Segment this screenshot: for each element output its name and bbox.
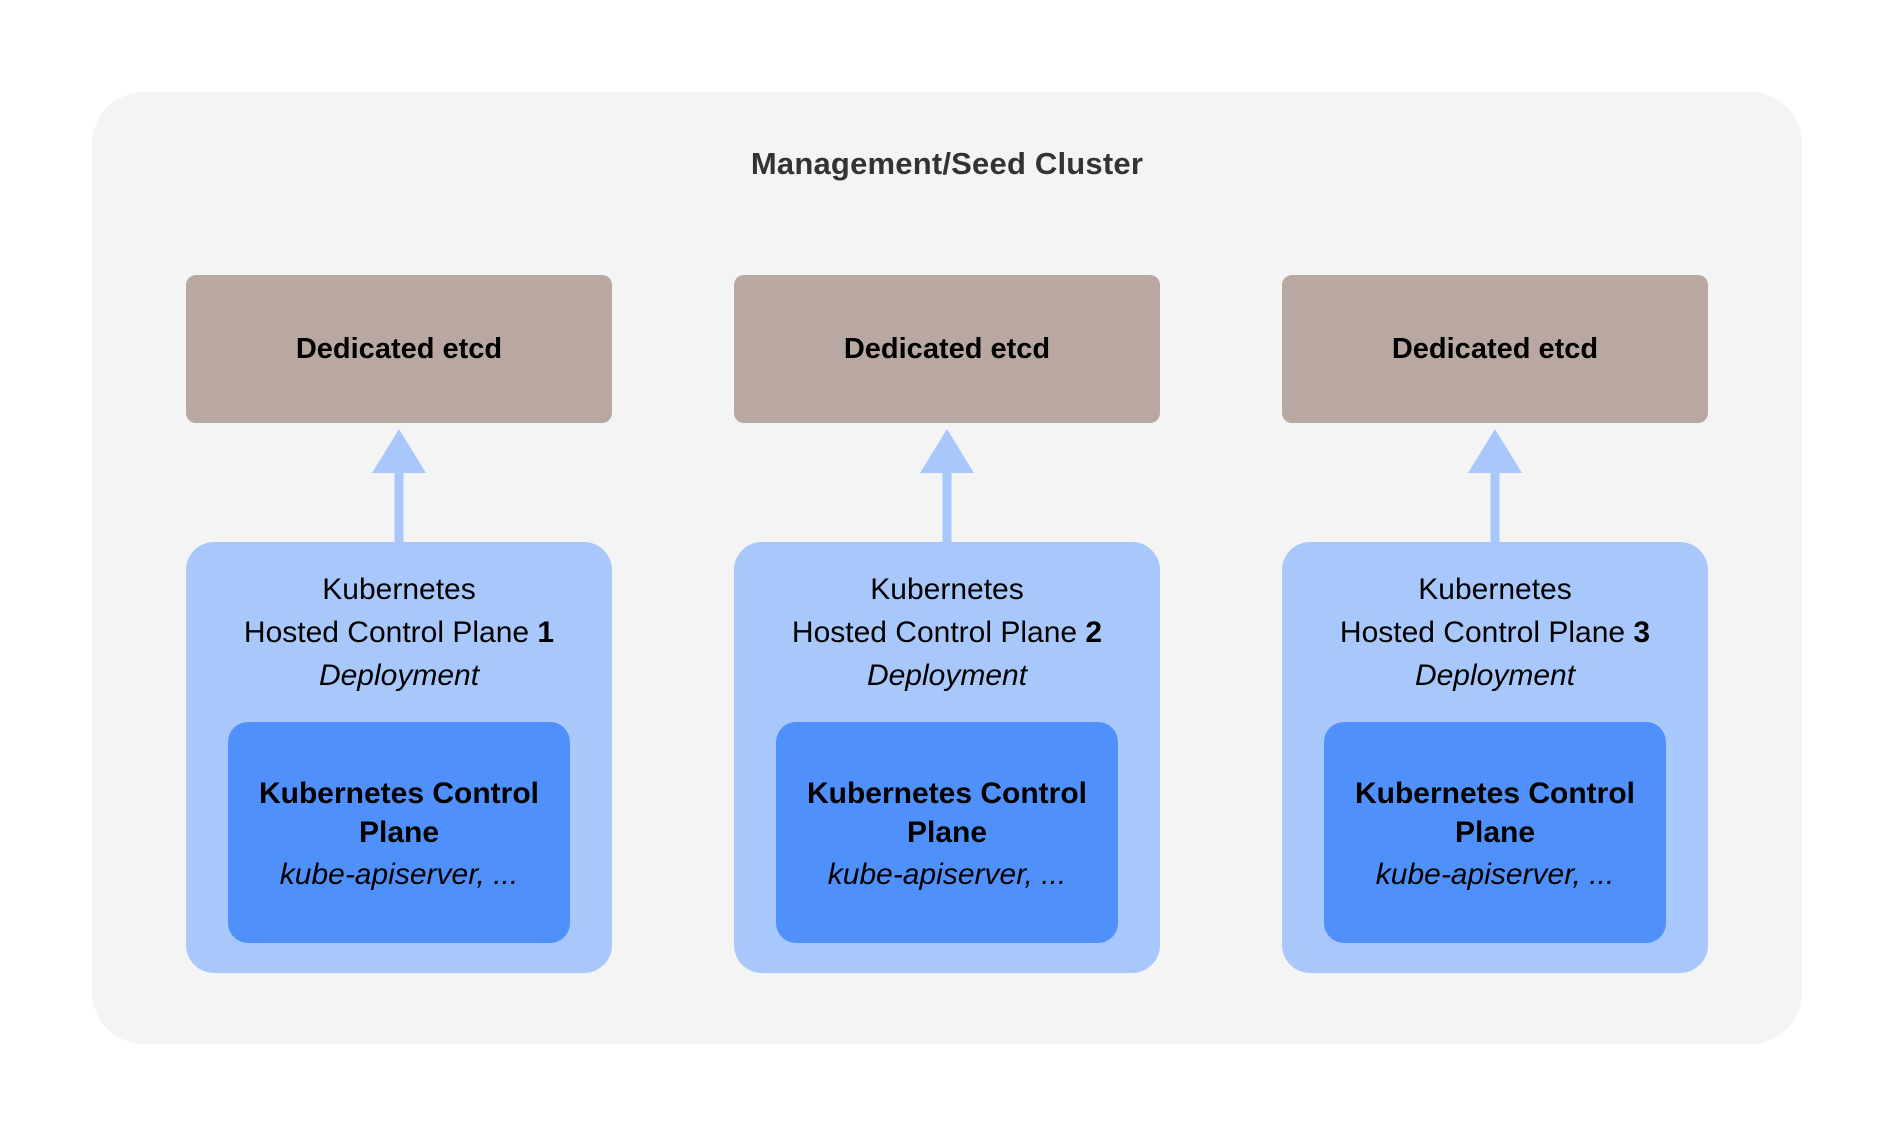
control-plane-columns: Dedicated etcd Kubernetes Hosted Control… [186,275,1708,975]
dedicated-etcd-label-2: Dedicated etcd [843,332,1051,365]
kubernetes-control-plane-components-1: kube-apiserver, ... [279,857,519,891]
hosted-control-plane-box-2[interactable]: Kubernetes Hosted Control Plane 2 Deploy… [734,542,1160,973]
hosted-control-plane-number-2: 2 [1085,616,1103,649]
kubernetes-control-plane-components-3: kube-apiserver, ... [1375,857,1615,891]
dedicated-etcd-box-3[interactable]: Dedicated etcd [1282,275,1708,423]
hosted-control-plane-kind-3: Deployment [1414,659,1576,692]
kubernetes-control-plane-title-3: Kubernetes Control Plane [1354,776,1636,849]
management-seed-cluster-container: Management/Seed Cluster Dedicated etcd K… [92,92,1802,1044]
hosted-control-plane-text-1: Kubernetes Hosted Control Plane 1 Deploy… [186,568,612,697]
hosted-control-plane-line1-1: Kubernetes [322,573,476,606]
kubernetes-control-plane-title-2: Kubernetes Control Plane [806,776,1088,849]
hosted-control-plane-text-2: Kubernetes Hosted Control Plane 2 Deploy… [734,568,1160,697]
arrow-up-icon-1 [372,429,426,542]
control-plane-column-1: Dedicated etcd Kubernetes Hosted Control… [186,275,612,975]
hosted-control-plane-line2-1: Hosted Control Plane 1 [186,611,612,654]
dedicated-etcd-box-2[interactable]: Dedicated etcd [734,275,1160,423]
hosted-control-plane-line2-prefix-3: Hosted Control Plane [1339,616,1634,649]
arrow-up-icon-2 [920,429,974,542]
control-plane-column-3: Dedicated etcd Kubernetes Hosted Control… [1282,275,1708,975]
dedicated-etcd-label-1: Dedicated etcd [295,332,503,365]
hosted-control-plane-box-1[interactable]: Kubernetes Hosted Control Plane 1 Deploy… [186,542,612,973]
hosted-control-plane-text-3: Kubernetes Hosted Control Plane 3 Deploy… [1282,568,1708,697]
hosted-control-plane-line2-prefix-1: Hosted Control Plane [243,616,538,649]
kubernetes-control-plane-box-3[interactable]: Kubernetes Control Plane kube-apiserver,… [1324,722,1666,943]
hosted-control-plane-kind-1: Deployment [318,659,480,692]
dedicated-etcd-box-1[interactable]: Dedicated etcd [186,275,612,423]
kubernetes-control-plane-box-1[interactable]: Kubernetes Control Plane kube-apiserver,… [228,722,570,943]
dedicated-etcd-label-3: Dedicated etcd [1391,332,1599,365]
hosted-control-plane-number-1: 1 [537,616,555,649]
hosted-control-plane-line2-prefix-2: Hosted Control Plane [791,616,1086,649]
control-plane-column-2: Dedicated etcd Kubernetes Hosted Control… [734,275,1160,975]
hosted-control-plane-line2-2: Hosted Control Plane 2 [734,611,1160,654]
kubernetes-control-plane-box-2[interactable]: Kubernetes Control Plane kube-apiserver,… [776,722,1118,943]
arrow-up-icon-3 [1468,429,1522,542]
hosted-control-plane-line1-3: Kubernetes [1418,573,1572,606]
kubernetes-control-plane-components-2: kube-apiserver, ... [827,857,1067,891]
cluster-title: Management/Seed Cluster [750,146,1144,181]
hosted-control-plane-number-3: 3 [1633,616,1651,649]
hosted-control-plane-box-3[interactable]: Kubernetes Hosted Control Plane 3 Deploy… [1282,542,1708,973]
kubernetes-control-plane-title-1: Kubernetes Control Plane [258,776,540,849]
hosted-control-plane-line2-3: Hosted Control Plane 3 [1282,611,1708,654]
hosted-control-plane-line1-2: Kubernetes [870,573,1024,606]
hosted-control-plane-kind-2: Deployment [866,659,1028,692]
